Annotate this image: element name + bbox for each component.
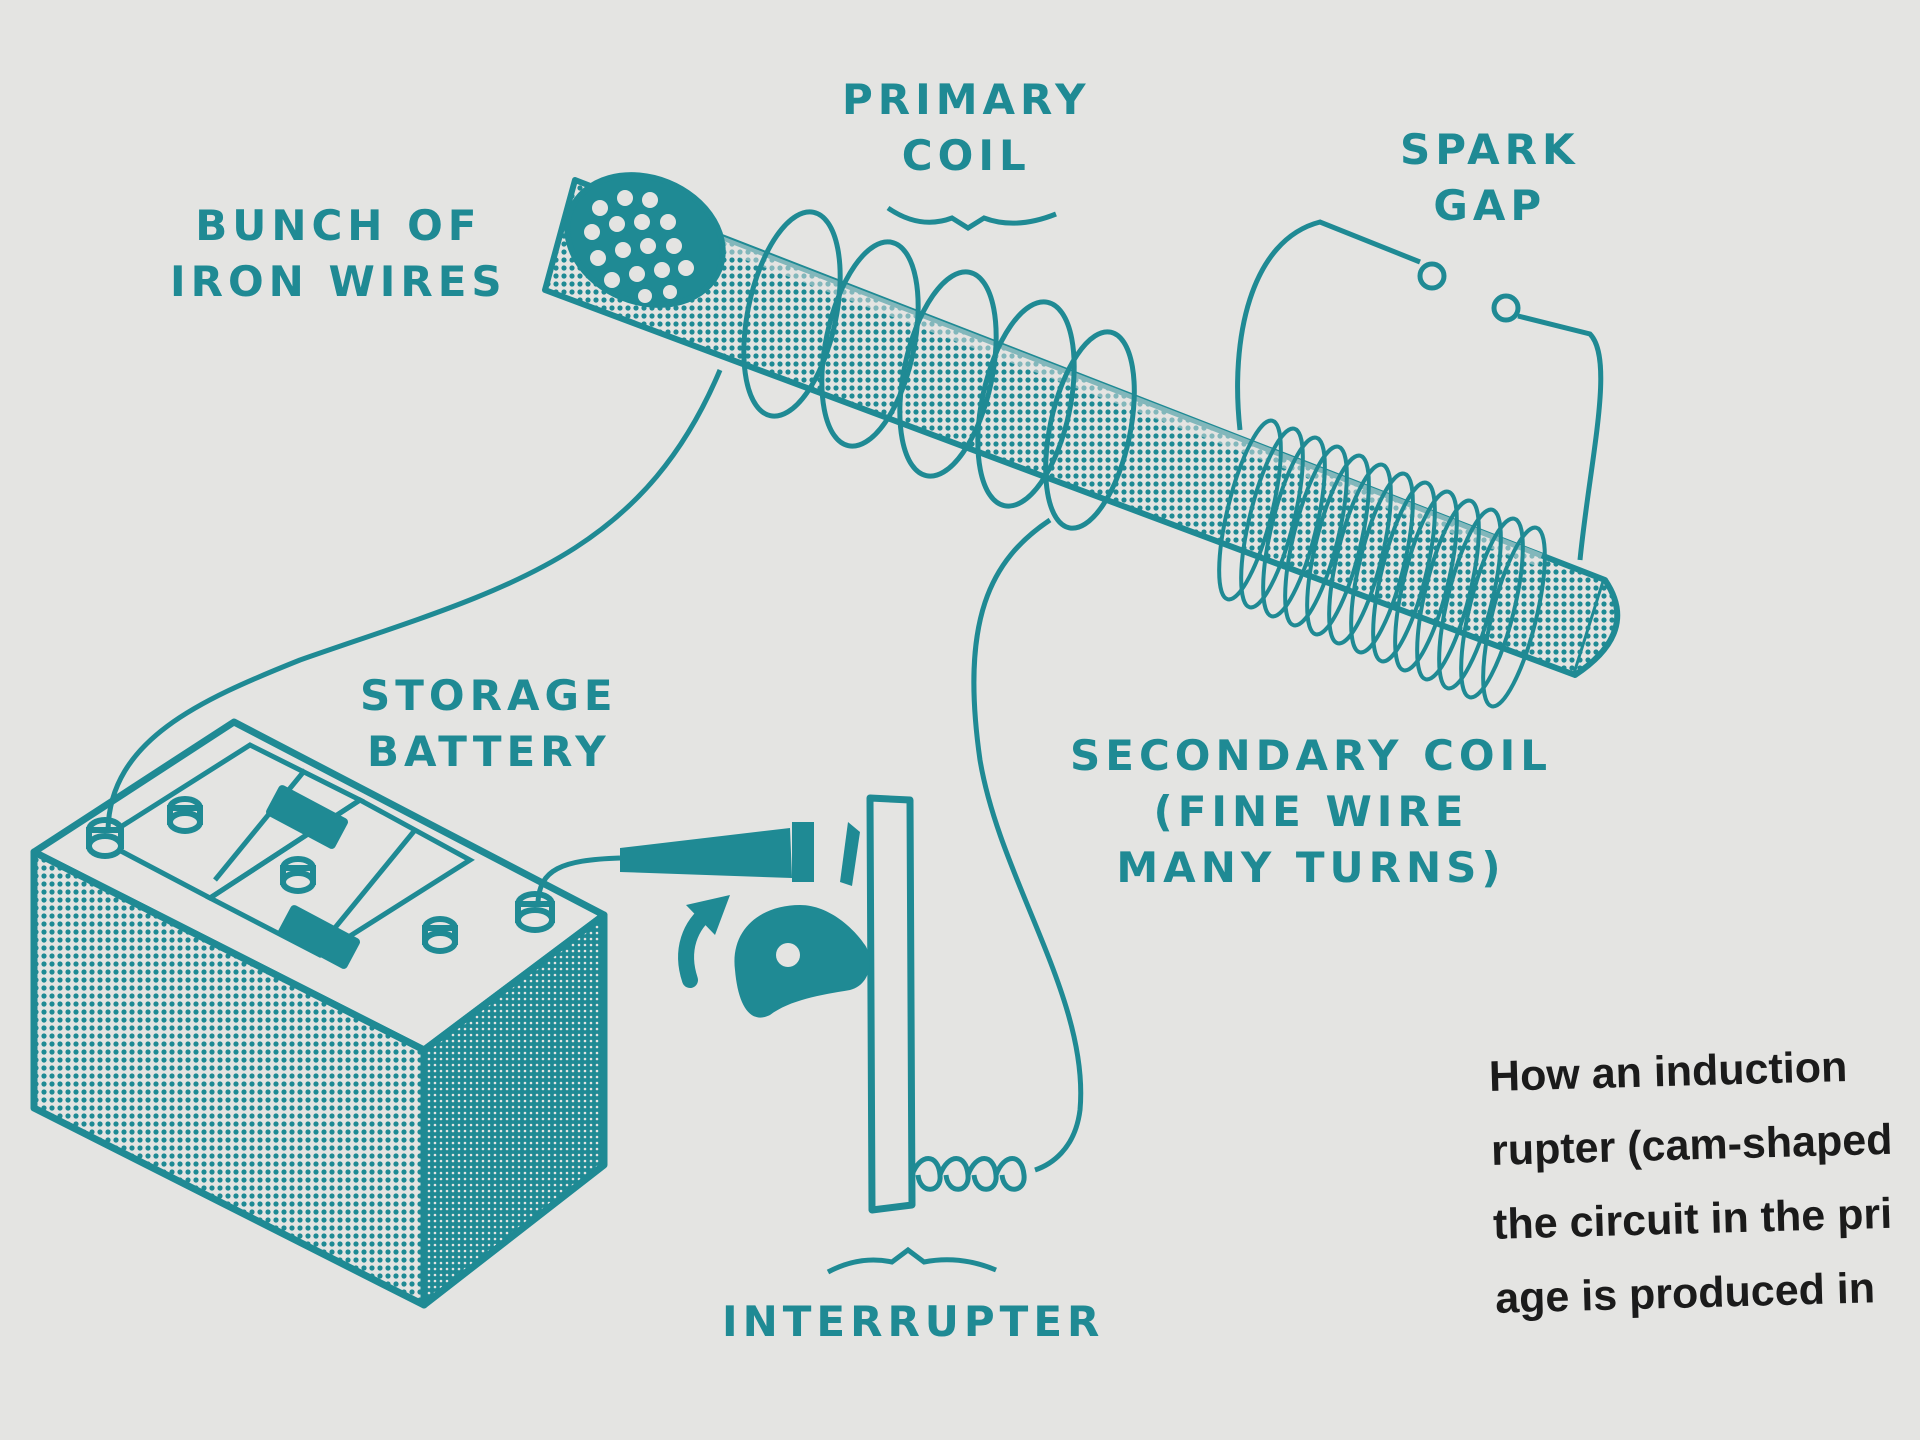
storage-battery	[30, 718, 608, 1309]
label-primary-coil: PRIMARY COIL	[842, 75, 1091, 180]
label-iron-wires: BUNCH OF IRON WIRES	[170, 201, 507, 306]
label-interrupter: INTERRUPTER	[722, 1297, 1105, 1346]
primary-coil-turns	[741, 209, 1137, 531]
label-storage-battery: STORAGE BATTERY	[360, 671, 618, 776]
interrupter	[620, 794, 1027, 1214]
secondary-coil-turns	[1217, 418, 1547, 709]
caption-text: How an induction rupter (cam-shaped the …	[1488, 1042, 1894, 1323]
primary-coil-brace	[886, 205, 1057, 231]
circuit-wires	[105, 369, 1084, 1173]
battery-terminals	[86, 796, 555, 954]
label-spark-gap: SPARK GAP	[1400, 125, 1580, 230]
interrupter-brace	[826, 1246, 997, 1275]
spark-gap	[1235, 219, 1604, 561]
iron-wire-bundle-end	[564, 172, 726, 308]
label-secondary-coil: SECONDARY COIL (FINE WIRE MANY TURNS)	[1070, 731, 1552, 892]
interrupter-cam	[734, 905, 870, 1018]
